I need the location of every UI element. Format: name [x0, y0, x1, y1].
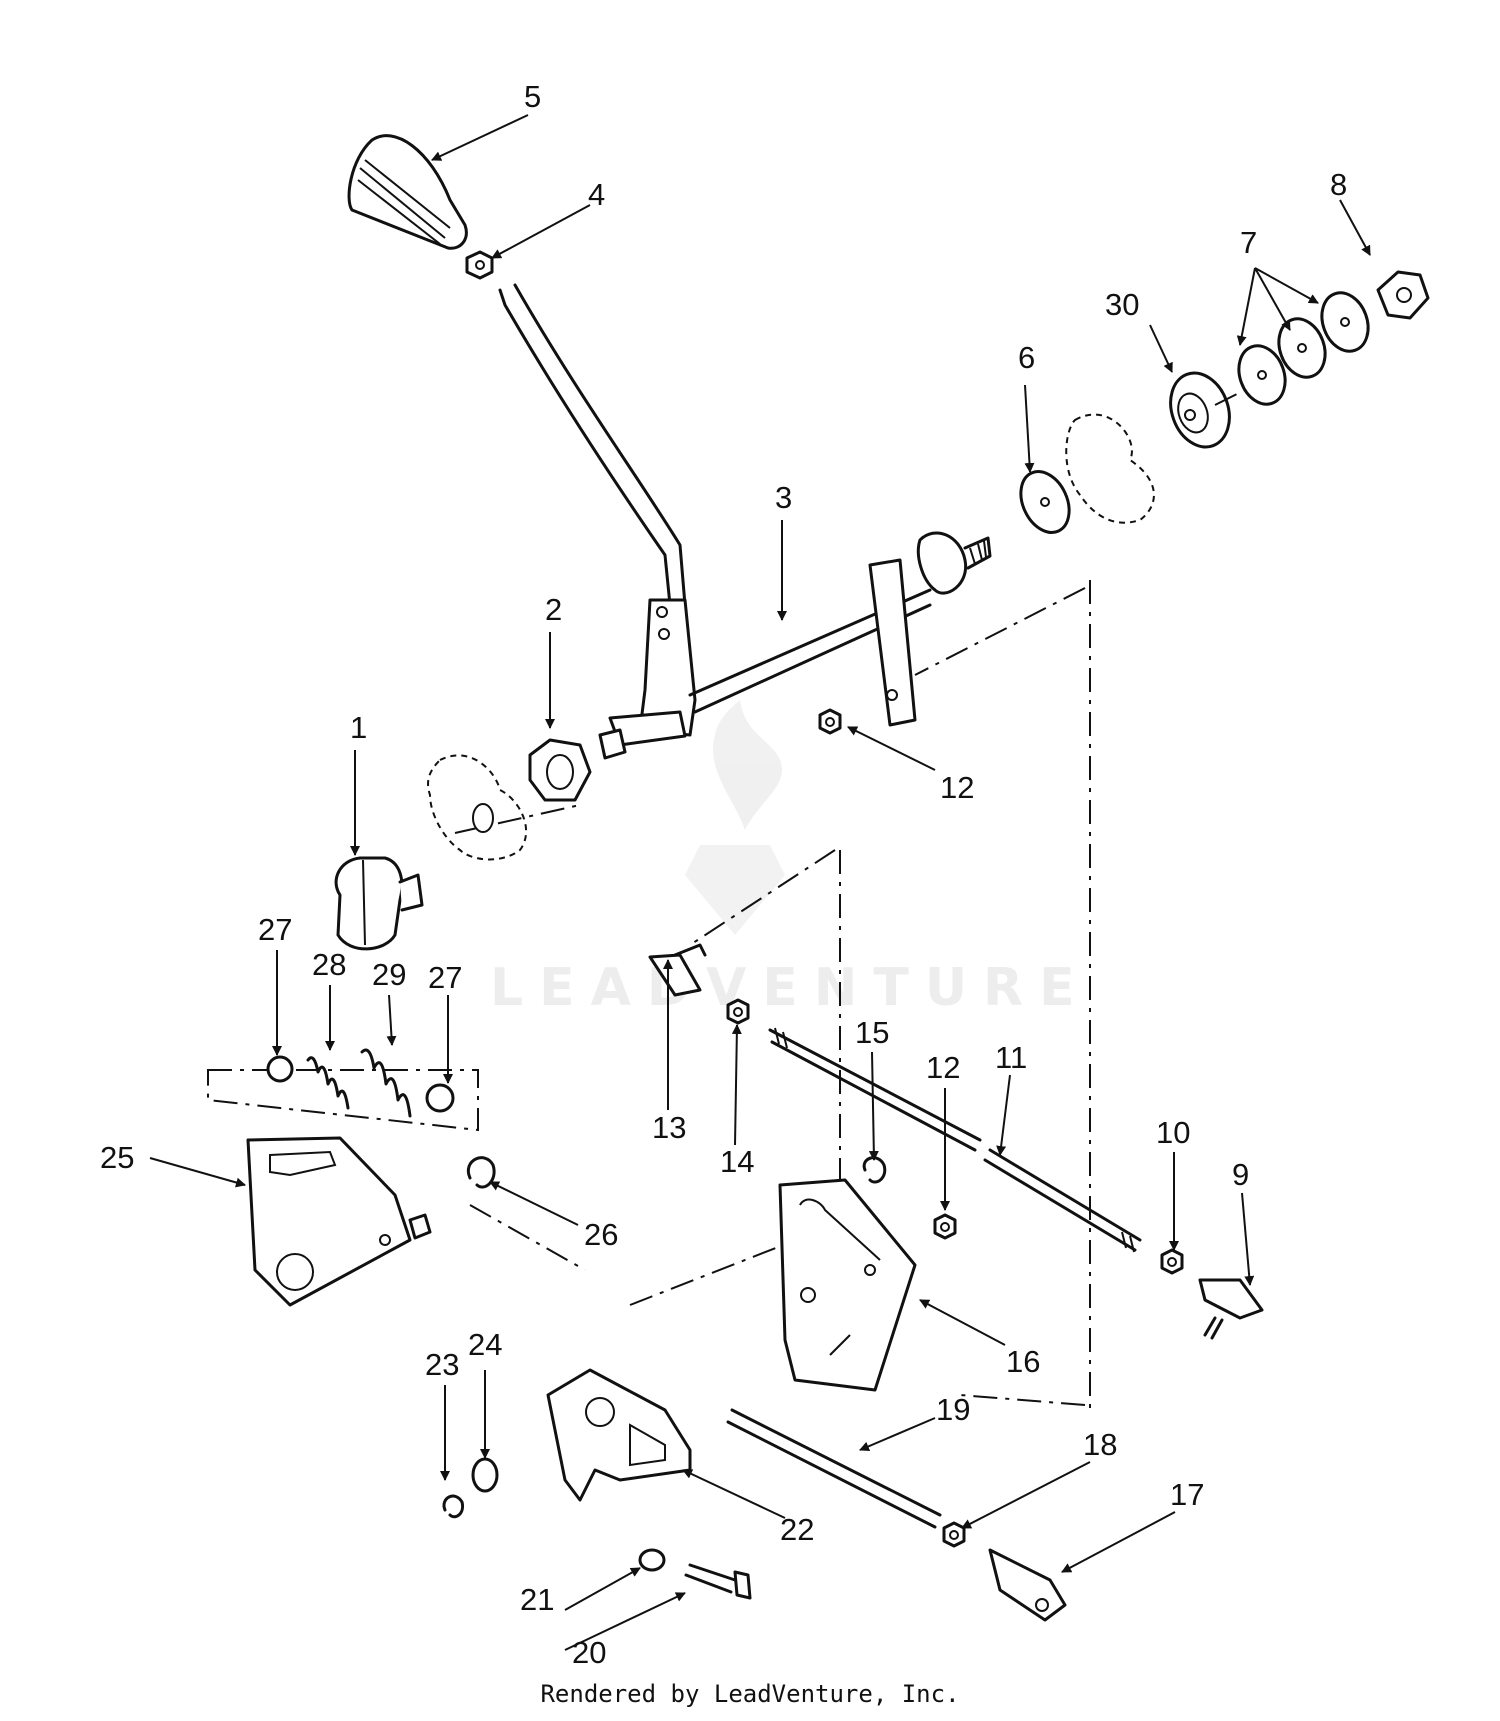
- part-bracket-22: [546, 1368, 692, 1502]
- phantom-plate-right: [1065, 413, 1155, 524]
- callout-11: 11: [995, 1040, 1027, 1075]
- callout-12-lower: 12: [926, 1050, 960, 1085]
- callout-9: 9: [1232, 1157, 1249, 1192]
- callout-27-left: 27: [258, 912, 292, 947]
- callout-12-upper: 12: [940, 770, 974, 805]
- assembly-lines: [207, 580, 1091, 1410]
- footer-credit: Rendered by LeadVenture, Inc.: [540, 1680, 960, 1708]
- callout-14: 14: [720, 1144, 754, 1179]
- part-nut-14: [726, 998, 750, 1025]
- callout-6: 6: [1018, 340, 1035, 375]
- leader-arrows: [149, 114, 1371, 1651]
- axis-line-right: [1214, 384, 1256, 406]
- callout-5: 5: [524, 79, 541, 114]
- callout-13: 13: [652, 1110, 686, 1145]
- callout-4: 4: [588, 177, 605, 212]
- part-clevis-9: [1198, 1278, 1264, 1340]
- part-lock-nut-lower: [933, 1213, 957, 1240]
- part-hex-nut-2: [528, 738, 592, 802]
- callout-22: 22: [780, 1512, 814, 1547]
- callout-1: 1: [350, 710, 367, 745]
- part-washer-6: [1019, 470, 1071, 534]
- callout-15: 15: [855, 1015, 889, 1050]
- part-lock-nut-upper: [818, 708, 842, 735]
- callout-18: 18: [1083, 1427, 1117, 1462]
- part-clip-15: [862, 1156, 887, 1184]
- phantom-plate-hole: [472, 803, 494, 833]
- callout-10: 10: [1156, 1115, 1190, 1150]
- callout-23: 23: [425, 1347, 459, 1382]
- callout-7: 7: [1240, 225, 1257, 260]
- part-shift-lever-assembly: [498, 283, 992, 760]
- phantom-plate-left: [427, 754, 527, 861]
- part-washer-21: [638, 1548, 666, 1572]
- part-rod-19-edge: [726, 1420, 937, 1529]
- callout-26: 26: [584, 1217, 618, 1252]
- part-jam-nut: [465, 250, 494, 280]
- part-bushing: [1169, 371, 1231, 449]
- callout-8: 8: [1330, 167, 1347, 202]
- callout-28: 28: [312, 947, 346, 982]
- part-bolt-20: [684, 1563, 752, 1600]
- watermark-logo: LEADVENTURE: [490, 700, 1091, 1018]
- callout-24: 24: [468, 1327, 502, 1362]
- callout-2: 2: [545, 592, 562, 627]
- part-e-ring-26: [466, 1156, 496, 1189]
- part-nut-10: [1160, 1248, 1184, 1275]
- callout-16: 16: [1006, 1344, 1040, 1379]
- part-rod-end-17: [988, 1548, 1067, 1622]
- callout-3: 3: [775, 480, 792, 515]
- part-plate-25: [246, 1136, 432, 1307]
- part-clip-23: [442, 1494, 465, 1519]
- part-spring-set: [266, 1048, 455, 1118]
- part-plate-16: [778, 1178, 917, 1392]
- part-nut-18: [942, 1521, 966, 1548]
- part-hex-nut-8: [1376, 270, 1430, 320]
- callout-27-right: 27: [428, 960, 462, 995]
- callout-19: 19: [936, 1392, 970, 1427]
- callout-21: 21: [520, 1582, 554, 1617]
- part-washers-7: [1237, 291, 1370, 406]
- callout-29: 29: [372, 957, 406, 992]
- part-washer-24: [471, 1457, 499, 1493]
- part-knob: [347, 134, 468, 250]
- callout-30: 30: [1105, 287, 1139, 322]
- callout-20: 20: [572, 1635, 606, 1670]
- watermark-text: LEADVENTURE: [490, 958, 1091, 1018]
- part-hex-bolt: [334, 856, 424, 951]
- part-clevis-13: [648, 943, 707, 997]
- callout-labels: 1 2 3 4 5 6 7 8 9 10 11 12 12 13 14 15 1…: [100, 79, 1347, 1670]
- part-rod-19: [730, 1408, 942, 1517]
- callout-17: 17: [1170, 1477, 1204, 1512]
- callout-25: 25: [100, 1140, 134, 1175]
